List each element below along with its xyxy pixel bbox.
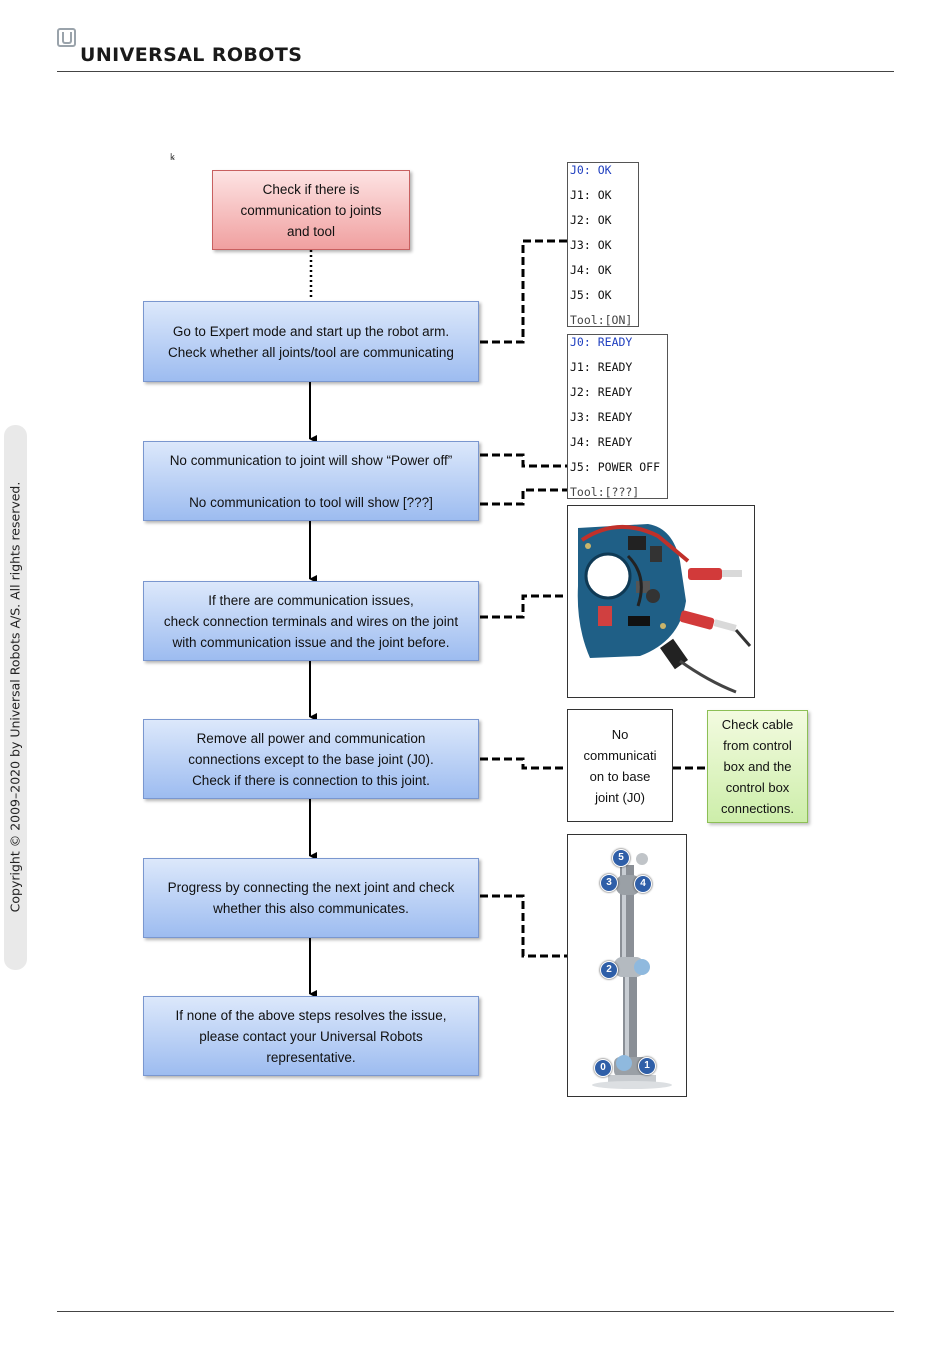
status-line: J3: OK — [570, 238, 612, 252]
dashed-step2-status-j5 — [480, 453, 567, 468]
joint-status-fault-panel: J0: READY J1: READY J2: READY J3: READY … — [567, 334, 668, 499]
status-line: J1: OK — [570, 188, 612, 202]
joint-5-badge: 5 — [612, 849, 630, 867]
dashed-step2-status-tool — [480, 488, 567, 506]
joint-3-badge: 3 — [600, 874, 618, 892]
step-no-communication: No communication to joint will show “Pow… — [143, 441, 479, 521]
joint-2-badge: 2 — [600, 961, 618, 979]
status-line: J4: READY — [570, 435, 633, 449]
footer-divider — [57, 1311, 894, 1312]
status-line: J4: OK — [570, 263, 612, 277]
header-divider — [57, 71, 894, 72]
dashed-step4-no-comm — [480, 757, 567, 770]
joint-1-badge: 1 — [638, 1057, 656, 1075]
joint-status-ok-panel: J0: OK J1: OK J2: OK J3: OK J4: OK J5: O… — [567, 162, 639, 327]
check-cable-box: Check cable from control box and the con… — [707, 710, 808, 823]
step-check-terminals: If there are communication issues, check… — [143, 581, 479, 661]
status-line: J0: READY — [570, 335, 633, 349]
joint-4-badge: 4 — [634, 875, 652, 893]
status-line: J2: READY — [570, 385, 633, 399]
status-line: J0: OK — [570, 163, 612, 177]
circuit-board-illustration — [577, 524, 752, 694]
tool-status: Tool:[???] — [570, 485, 640, 499]
ur-logo-icon — [57, 28, 76, 47]
robot-arm-illustration — [592, 853, 672, 1089]
no-comm-base-joint-box: No communicati on to base joint (J0) — [567, 709, 673, 822]
step-contact-representative: If none of the above steps resolves the … — [143, 996, 479, 1076]
step-remove-connections: Remove all power and communication conne… — [143, 719, 479, 799]
step-expert-mode: Go to Expert mode and start up the robot… — [143, 301, 479, 382]
status-line: J3: READY — [570, 410, 633, 424]
company-logo-text: UNIVERSAL ROBOTS — [80, 44, 303, 66]
step-progress-next-joint: Progress by connecting the next joint an… — [143, 858, 479, 938]
joint-0-badge: 0 — [594, 1059, 612, 1077]
robot-arm-photo: 5 3 4 2 0 1 — [567, 834, 687, 1097]
status-line: J1: READY — [570, 360, 633, 374]
start-box: Check if there is communication to joint… — [212, 170, 410, 250]
dashed-step3-photo — [480, 594, 567, 619]
joint-board-photo — [567, 505, 755, 698]
status-line: J5: POWER OFF — [570, 460, 661, 474]
status-line: J2: OK — [570, 213, 612, 227]
stray-mark: ꝃ — [170, 152, 175, 162]
dashed-step1-status-ok — [480, 239, 567, 344]
tool-status: Tool:[ON] — [570, 313, 633, 327]
status-line: J5: OK — [570, 288, 612, 302]
copyright-sidebar — [4, 425, 27, 970]
dashed-step5-robot — [480, 894, 567, 958]
